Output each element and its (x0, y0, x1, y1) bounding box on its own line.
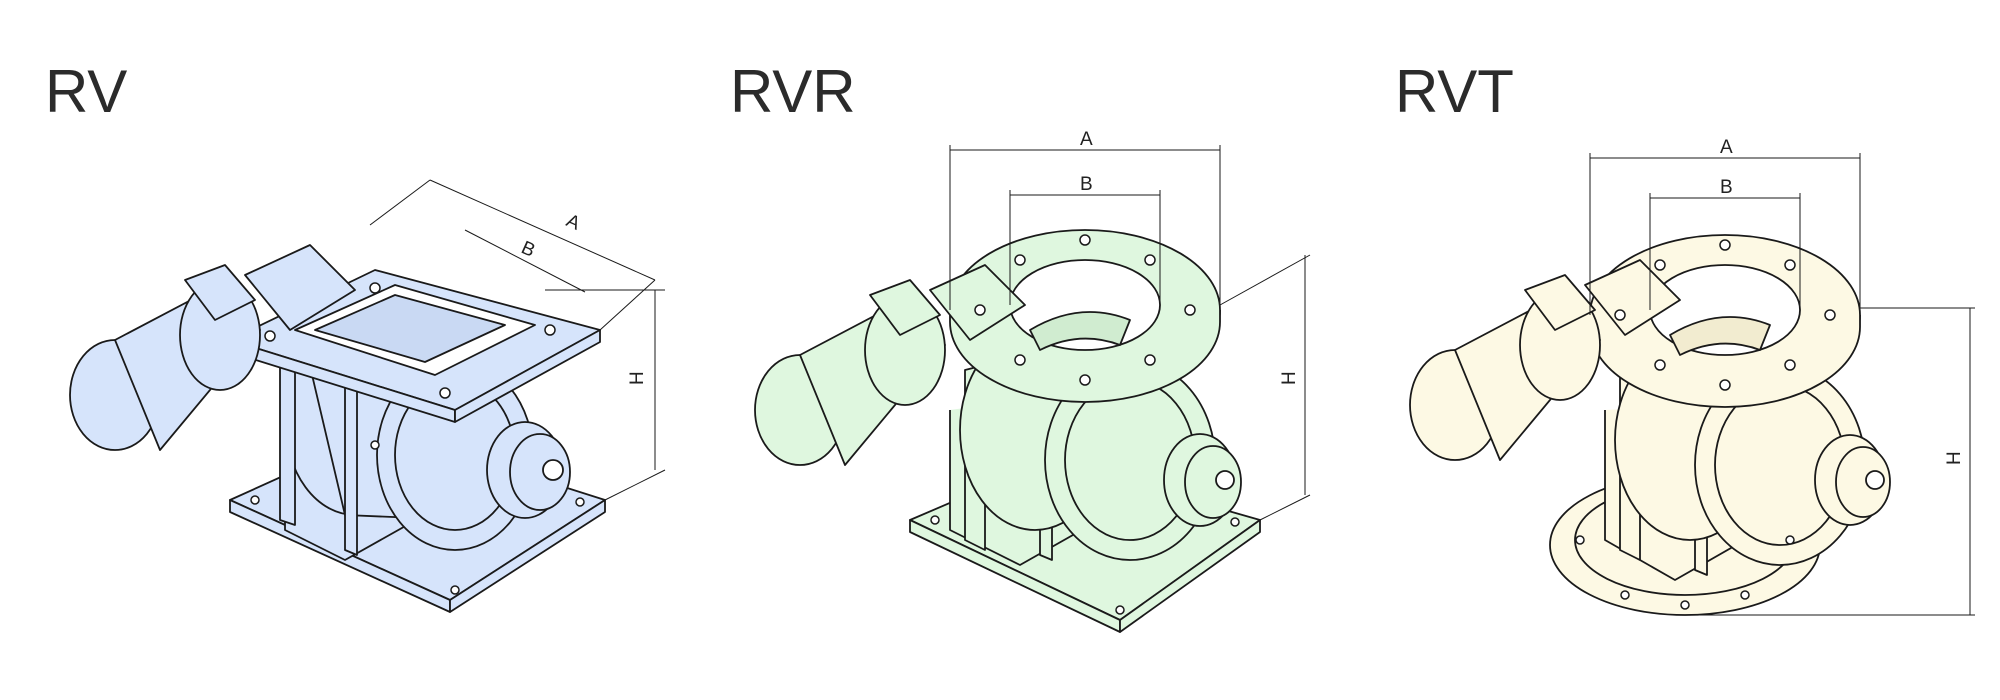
dim-label-h: H (1279, 371, 1300, 385)
gearbox (244, 244, 356, 331)
panel-title-rvt: RVT (1395, 58, 1514, 125)
panel-title-rv: RV (45, 58, 128, 125)
gearbox (929, 264, 1026, 341)
dim-label-a: A (1720, 137, 1733, 158)
terminal-box (869, 279, 941, 336)
dim-label-b: B (1080, 174, 1093, 195)
dim-label-a: A (1080, 129, 1093, 150)
dim-label-b: B (518, 237, 538, 261)
dim-label-b: B (1720, 177, 1733, 198)
dim-label-h: H (627, 371, 648, 385)
dim-label-a: A (563, 210, 583, 234)
terminal-box (184, 264, 256, 321)
rotary-valve-rv-drawing: A B H (69, 179, 666, 613)
dim-label-h: H (1944, 451, 1965, 465)
panel-title-rvr: RVR (730, 58, 856, 125)
terminal-box (1524, 274, 1596, 331)
panel-rv: RV (45, 0, 685, 700)
panel-rvt: RVT (1395, 0, 2000, 700)
rotary-valve-rvt-drawing: A B H (1409, 137, 1975, 616)
gearbox (1584, 259, 1681, 336)
rotary-valve-rvr-drawing: A B H (754, 129, 1311, 633)
panel-rvr: RVR (730, 0, 1350, 700)
